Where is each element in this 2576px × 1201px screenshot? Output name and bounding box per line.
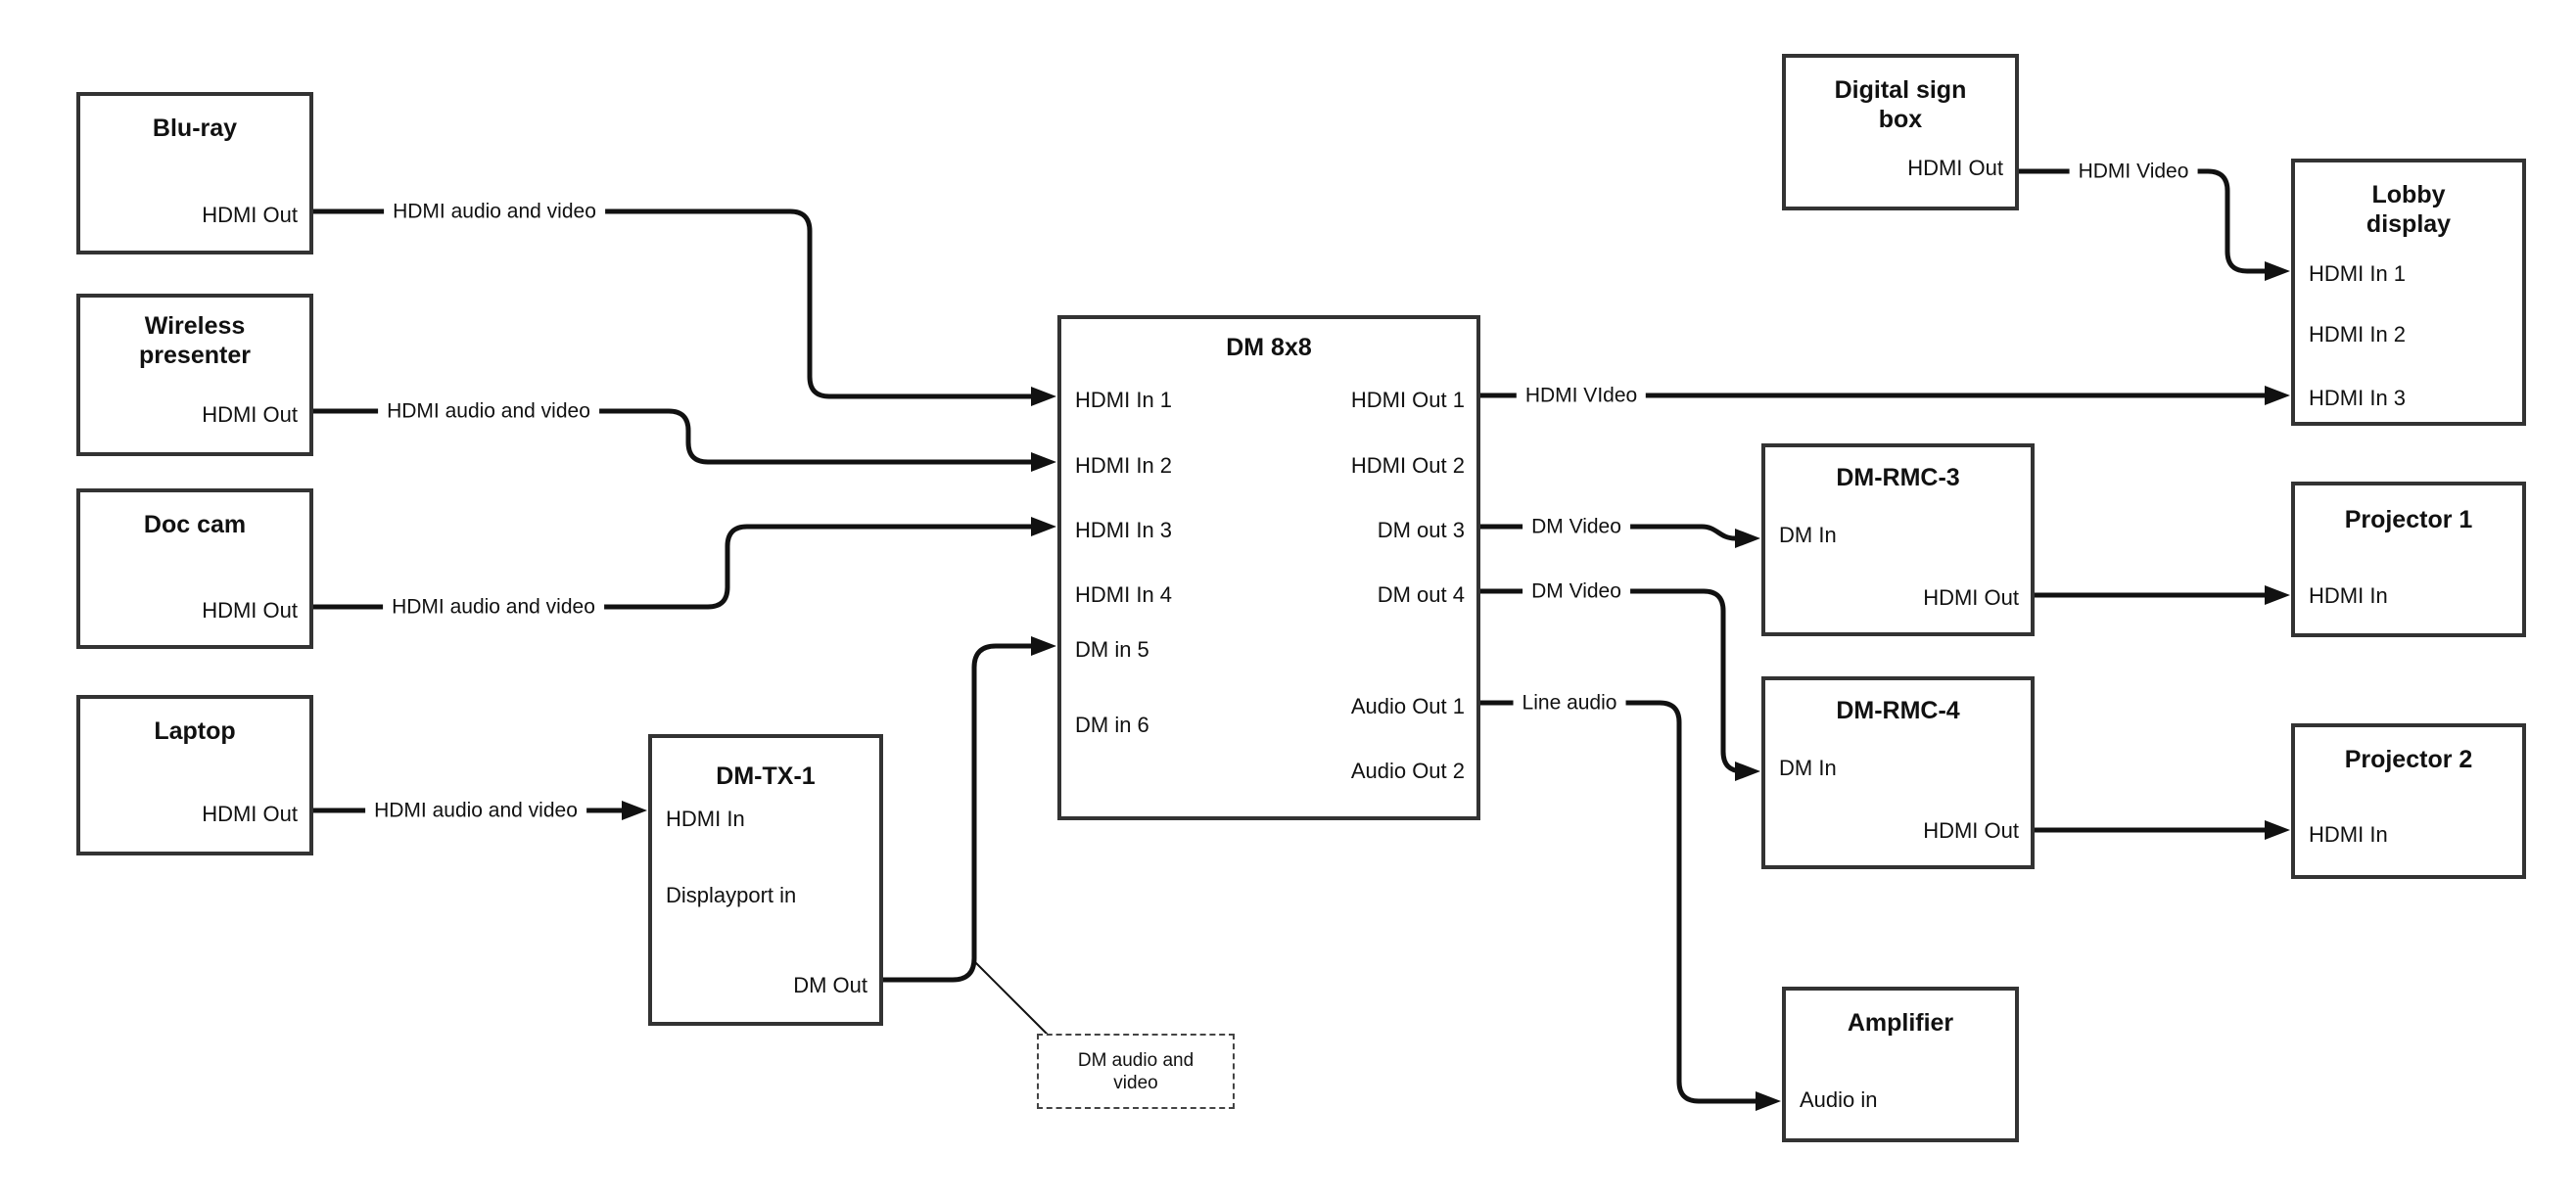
- port-dm-out-4: DM out 4: [1377, 582, 1465, 607]
- arrowhead: [622, 801, 647, 820]
- port-hdmi-out: HDMI Out: [202, 598, 298, 623]
- port-hdmi-in: HDMI In: [666, 807, 745, 831]
- node-dm-rmc-4: DM-RMC-4 DM In HDMI Out: [1761, 676, 2035, 869]
- port-audio-out-2: Audio Out 2: [1350, 759, 1465, 783]
- node-blu-ray: Blu-ray HDMI Out: [76, 92, 313, 254]
- cable-label-hdmi-out-1: HDMI VIdeo: [1516, 383, 1647, 408]
- node-title: Doc cam: [143, 511, 247, 538]
- arrowhead: [1031, 636, 1056, 656]
- port-hdmi-in-4: HDMI In 4: [1075, 582, 1173, 607]
- port-dm-in-5: DM in 5: [1075, 637, 1149, 662]
- node-title: Projector 1: [2344, 506, 2473, 533]
- cable-label-wireless: HDMI audio and video: [378, 398, 599, 424]
- cable-dmtx1-to-dm-in-5: [880, 643, 1039, 983]
- node-title: Projector 2: [2344, 746, 2473, 773]
- cable-digitalsign-to-lobby: [2016, 168, 2270, 274]
- annotation-text: DM audio and video: [1077, 1049, 1194, 1093]
- arrowhead: [2265, 261, 2290, 281]
- annotation-box-dm-audio-video: DM audio and video: [1037, 1034, 1235, 1109]
- port-audio-in: Audio in: [1800, 1087, 1878, 1112]
- port-dm-in: DM In: [1779, 756, 1837, 780]
- port-hdmi-in-1: HDMI In 1: [1075, 388, 1173, 412]
- port-dm-in-6: DM in 6: [1075, 713, 1149, 737]
- node-title: Wireless presenter: [139, 312, 251, 369]
- cable-audio-out-1-to-amp: [1477, 700, 1760, 1104]
- node-dm-rmc-3: DM-RMC-3 DM In HDMI Out: [1761, 443, 2035, 636]
- arrowhead: [1031, 452, 1056, 472]
- cable-dm-out-4-to-rmc4: [1477, 588, 1746, 774]
- node-projector-2: Projector 2 HDMI In: [2291, 723, 2526, 879]
- port-hdmi-out: HDMI Out: [202, 802, 298, 826]
- cable-wireless-to-hdmi-in-2: [310, 408, 1039, 465]
- port-hdmi-in-2: HDMI In 2: [1075, 453, 1173, 478]
- cable-label-bluray: HDMI audio and video: [384, 199, 605, 224]
- node-title: Blu-ray: [152, 115, 238, 142]
- arrowheads: [622, 261, 2290, 1111]
- node-title: Lobby display: [2365, 181, 2452, 238]
- port-hdmi-out: HDMI Out: [1923, 818, 2019, 843]
- node-title: DM 8x8: [1226, 334, 1312, 361]
- arrowhead: [1031, 387, 1056, 406]
- arrowhead: [2265, 820, 2290, 840]
- port-hdmi-in-3: HDMI In 3: [2309, 386, 2407, 410]
- port-hdmi-in-1: HDMI In 1: [2309, 261, 2407, 286]
- cable-label-digitalsign: HDMI Video: [2069, 159, 2198, 184]
- cable-dm-out-3-to-rmc3: [1477, 524, 1738, 541]
- node-lobby-display: Lobby display HDMI In 1 HDMI In 2 HDMI I…: [2291, 159, 2526, 426]
- node-laptop: Laptop HDMI Out: [76, 695, 313, 855]
- cable-label-dm-out-4: DM Video: [1522, 578, 1630, 604]
- arrowhead: [1756, 1091, 1781, 1111]
- arrowhead: [1735, 529, 1760, 548]
- port-hdmi-in-3: HDMI In 3: [1075, 518, 1173, 542]
- arrowhead: [1735, 762, 1760, 781]
- node-title: Laptop: [154, 717, 236, 745]
- port-displayport-in: Displayport in: [666, 883, 797, 907]
- node-doc-cam: Doc cam HDMI Out: [76, 488, 313, 649]
- port-hdmi-out-1: HDMI Out 1: [1350, 388, 1465, 412]
- cable-label-audio-out-1: Line audio: [1513, 690, 1626, 716]
- cable-label-laptop: HDMI audio and video: [365, 798, 586, 823]
- node-dm-8x8: DM 8x8 HDMI In 1 HDMI In 2 HDMI In 3 HDM…: [1057, 315, 1480, 820]
- port-hdmi-in: HDMI In: [2309, 583, 2388, 608]
- port-dm-out-3: DM out 3: [1377, 518, 1465, 542]
- port-hdmi-out: HDMI Out: [202, 203, 298, 227]
- cable-bluray-to-hdmi-in-1: [310, 208, 1039, 399]
- port-hdmi-in-2: HDMI In 2: [2309, 322, 2407, 346]
- node-title: DM-RMC-4: [1836, 697, 1960, 724]
- port-audio-out-1: Audio Out 1: [1350, 694, 1465, 718]
- port-hdmi-out-2: HDMI Out 2: [1350, 453, 1465, 478]
- node-title: DM-RMC-3: [1836, 464, 1960, 491]
- port-hdmi-in: HDMI In: [2309, 822, 2388, 847]
- annotation-leader-line: [974, 961, 1049, 1036]
- port-dm-in: DM In: [1779, 523, 1837, 547]
- arrowhead: [2265, 386, 2290, 405]
- port-hdmi-out: HDMI Out: [1923, 585, 2019, 610]
- node-title: DM-TX-1: [716, 762, 816, 790]
- arrowhead: [2265, 585, 2290, 605]
- node-title: Digital sign box: [1834, 76, 1967, 133]
- port-dm-out: DM Out: [793, 973, 867, 997]
- cable-doccam-to-hdmi-in-3: [310, 524, 1039, 610]
- node-wireless-presenter: Wireless presenter HDMI Out: [76, 294, 313, 456]
- port-hdmi-out: HDMI Out: [202, 402, 298, 427]
- node-amplifier: Amplifier Audio in: [1782, 987, 2019, 1142]
- cable-label-doccam: HDMI audio and video: [383, 594, 604, 620]
- arrowhead: [1031, 517, 1056, 536]
- port-hdmi-out: HDMI Out: [1907, 156, 2003, 180]
- node-projector-1: Projector 1 HDMI In: [2291, 482, 2526, 637]
- cable-label-dm-out-3: DM Video: [1522, 514, 1630, 539]
- node-digital-sign-box: Digital sign box HDMI Out: [1782, 54, 2019, 210]
- node-title: Amplifier: [1847, 1009, 1954, 1037]
- node-dm-tx-1: DM-TX-1 HDMI In Displayport in DM Out: [648, 734, 883, 1026]
